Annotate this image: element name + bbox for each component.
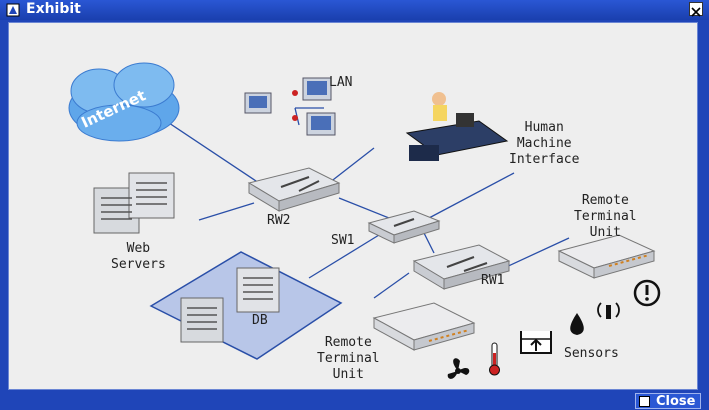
- close-box-icon: [639, 396, 650, 407]
- network-links: [168, 107, 570, 299]
- rtu-bottom-device-icon: [372, 302, 476, 351]
- fan-sensor-icon: [447, 358, 470, 379]
- close-window-button[interactable]: [689, 2, 703, 17]
- network-diagram: Internet LAN Human Machine Interface Web…: [8, 22, 698, 390]
- thermometer-sensor-icon: [489, 342, 500, 376]
- status-bar: [0, 392, 709, 410]
- hmi-label: Human Machine Interface: [509, 120, 580, 167]
- rtu-bottom-label: Remote Terminal Unit: [317, 335, 380, 382]
- rtu-top-device-icon: [557, 234, 656, 279]
- rw2-label: RW2: [267, 213, 291, 228]
- window-title: Exhibit: [26, 1, 81, 17]
- rw2-router-icon: [247, 167, 341, 212]
- operator-workstation-icon: [405, 92, 509, 161]
- rw1-router-icon: [412, 244, 511, 290]
- rw1-label: RW1: [481, 273, 505, 288]
- lan-label: LAN: [329, 75, 353, 90]
- exhibit-icon: [6, 3, 20, 17]
- close-icon: [691, 7, 701, 17]
- db-servers-icon: [180, 267, 280, 343]
- pressure-warning-sensor-icon: [633, 279, 661, 307]
- oil-drop-sensor-icon: [570, 313, 584, 335]
- lan-computers-icon: [244, 77, 336, 136]
- web-servers-label: Web Servers: [111, 241, 166, 272]
- sensors-label: Sensors: [564, 346, 619, 361]
- rtu-top-label: Remote Terminal Unit: [574, 193, 637, 240]
- close-button[interactable]: Close: [635, 393, 701, 409]
- sw1-switch-icon: [367, 210, 441, 244]
- web-servers-icon: [93, 172, 175, 234]
- wireless-sensor-icon: [597, 302, 620, 319]
- internet-cloud-icon: [68, 62, 180, 142]
- sw1-label: SW1: [331, 233, 355, 248]
- title-bar: Exhibit: [0, 0, 709, 20]
- diagram-svg: [68, 62, 661, 379]
- db-label: DB: [252, 313, 268, 328]
- close-button-label: Close: [656, 394, 696, 409]
- tank-level-sensor-icon: [520, 331, 552, 354]
